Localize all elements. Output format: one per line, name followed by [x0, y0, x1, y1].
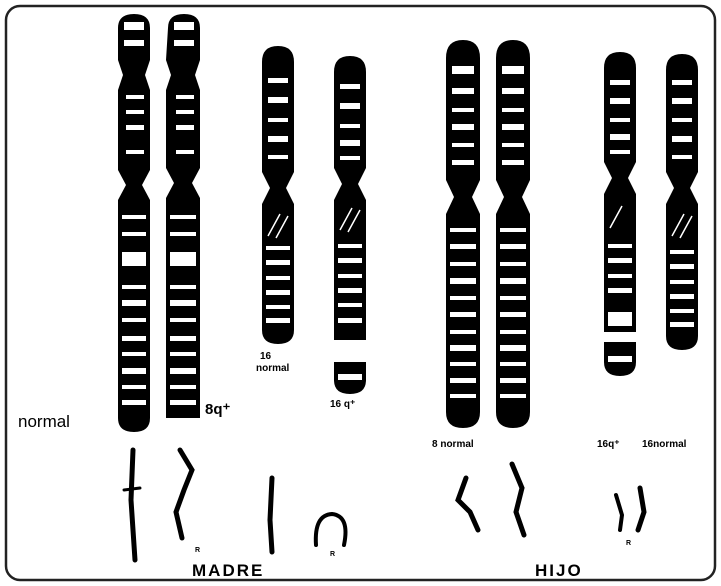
label-16-normal-son: 16normal [642, 440, 686, 450]
label-16q-plus-son: 16q⁺ [597, 440, 620, 450]
photo-chr8-mother-abnormal [176, 450, 192, 538]
photo-chr16-mother-normal [270, 478, 272, 552]
photo-chr16-son-normal [638, 488, 644, 530]
chromosome-8-normal-son [446, 40, 480, 428]
chromosome-photos [124, 450, 644, 560]
chromosome-16-abnormal-mother [334, 56, 366, 394]
svg-text:R: R [330, 551, 335, 558]
small-markers: R R R [195, 540, 631, 558]
photo-chr16-mother-abnormal [316, 514, 346, 545]
svg-text:R: R [195, 547, 200, 554]
label-16-normal-line1: 16 [260, 352, 271, 362]
photo-chr8-mother-normal [131, 450, 135, 560]
photo-chr8-mother-normal-b [124, 488, 140, 490]
label-madre: MADRE [192, 562, 264, 579]
chromosome-8-abnormal-mother [166, 14, 200, 418]
label-16-normal-line2: normal [256, 364, 289, 374]
svg-text:R: R [626, 540, 631, 547]
chromosome-16-normal-son [666, 54, 698, 350]
chromosome-8-normal-mother [118, 14, 150, 432]
photo-chr8-son-normal [458, 478, 478, 530]
label-16q-plus: 16 q⁺ [330, 400, 355, 410]
chromosome-16-abnormal-son [604, 52, 636, 376]
label-hijo: HIJO [535, 562, 583, 579]
photo-chr8-son-abnormal [512, 464, 524, 535]
photo-chr16-son-abnormal [616, 495, 622, 530]
label-normal: normal [18, 413, 70, 430]
label-8-normal: 8 normal [432, 440, 474, 450]
chromosome-8-abnormal-son [496, 40, 530, 428]
label-8q-plus: 8q⁺ [205, 402, 230, 417]
chromosome-16-normal-mother [262, 46, 294, 344]
